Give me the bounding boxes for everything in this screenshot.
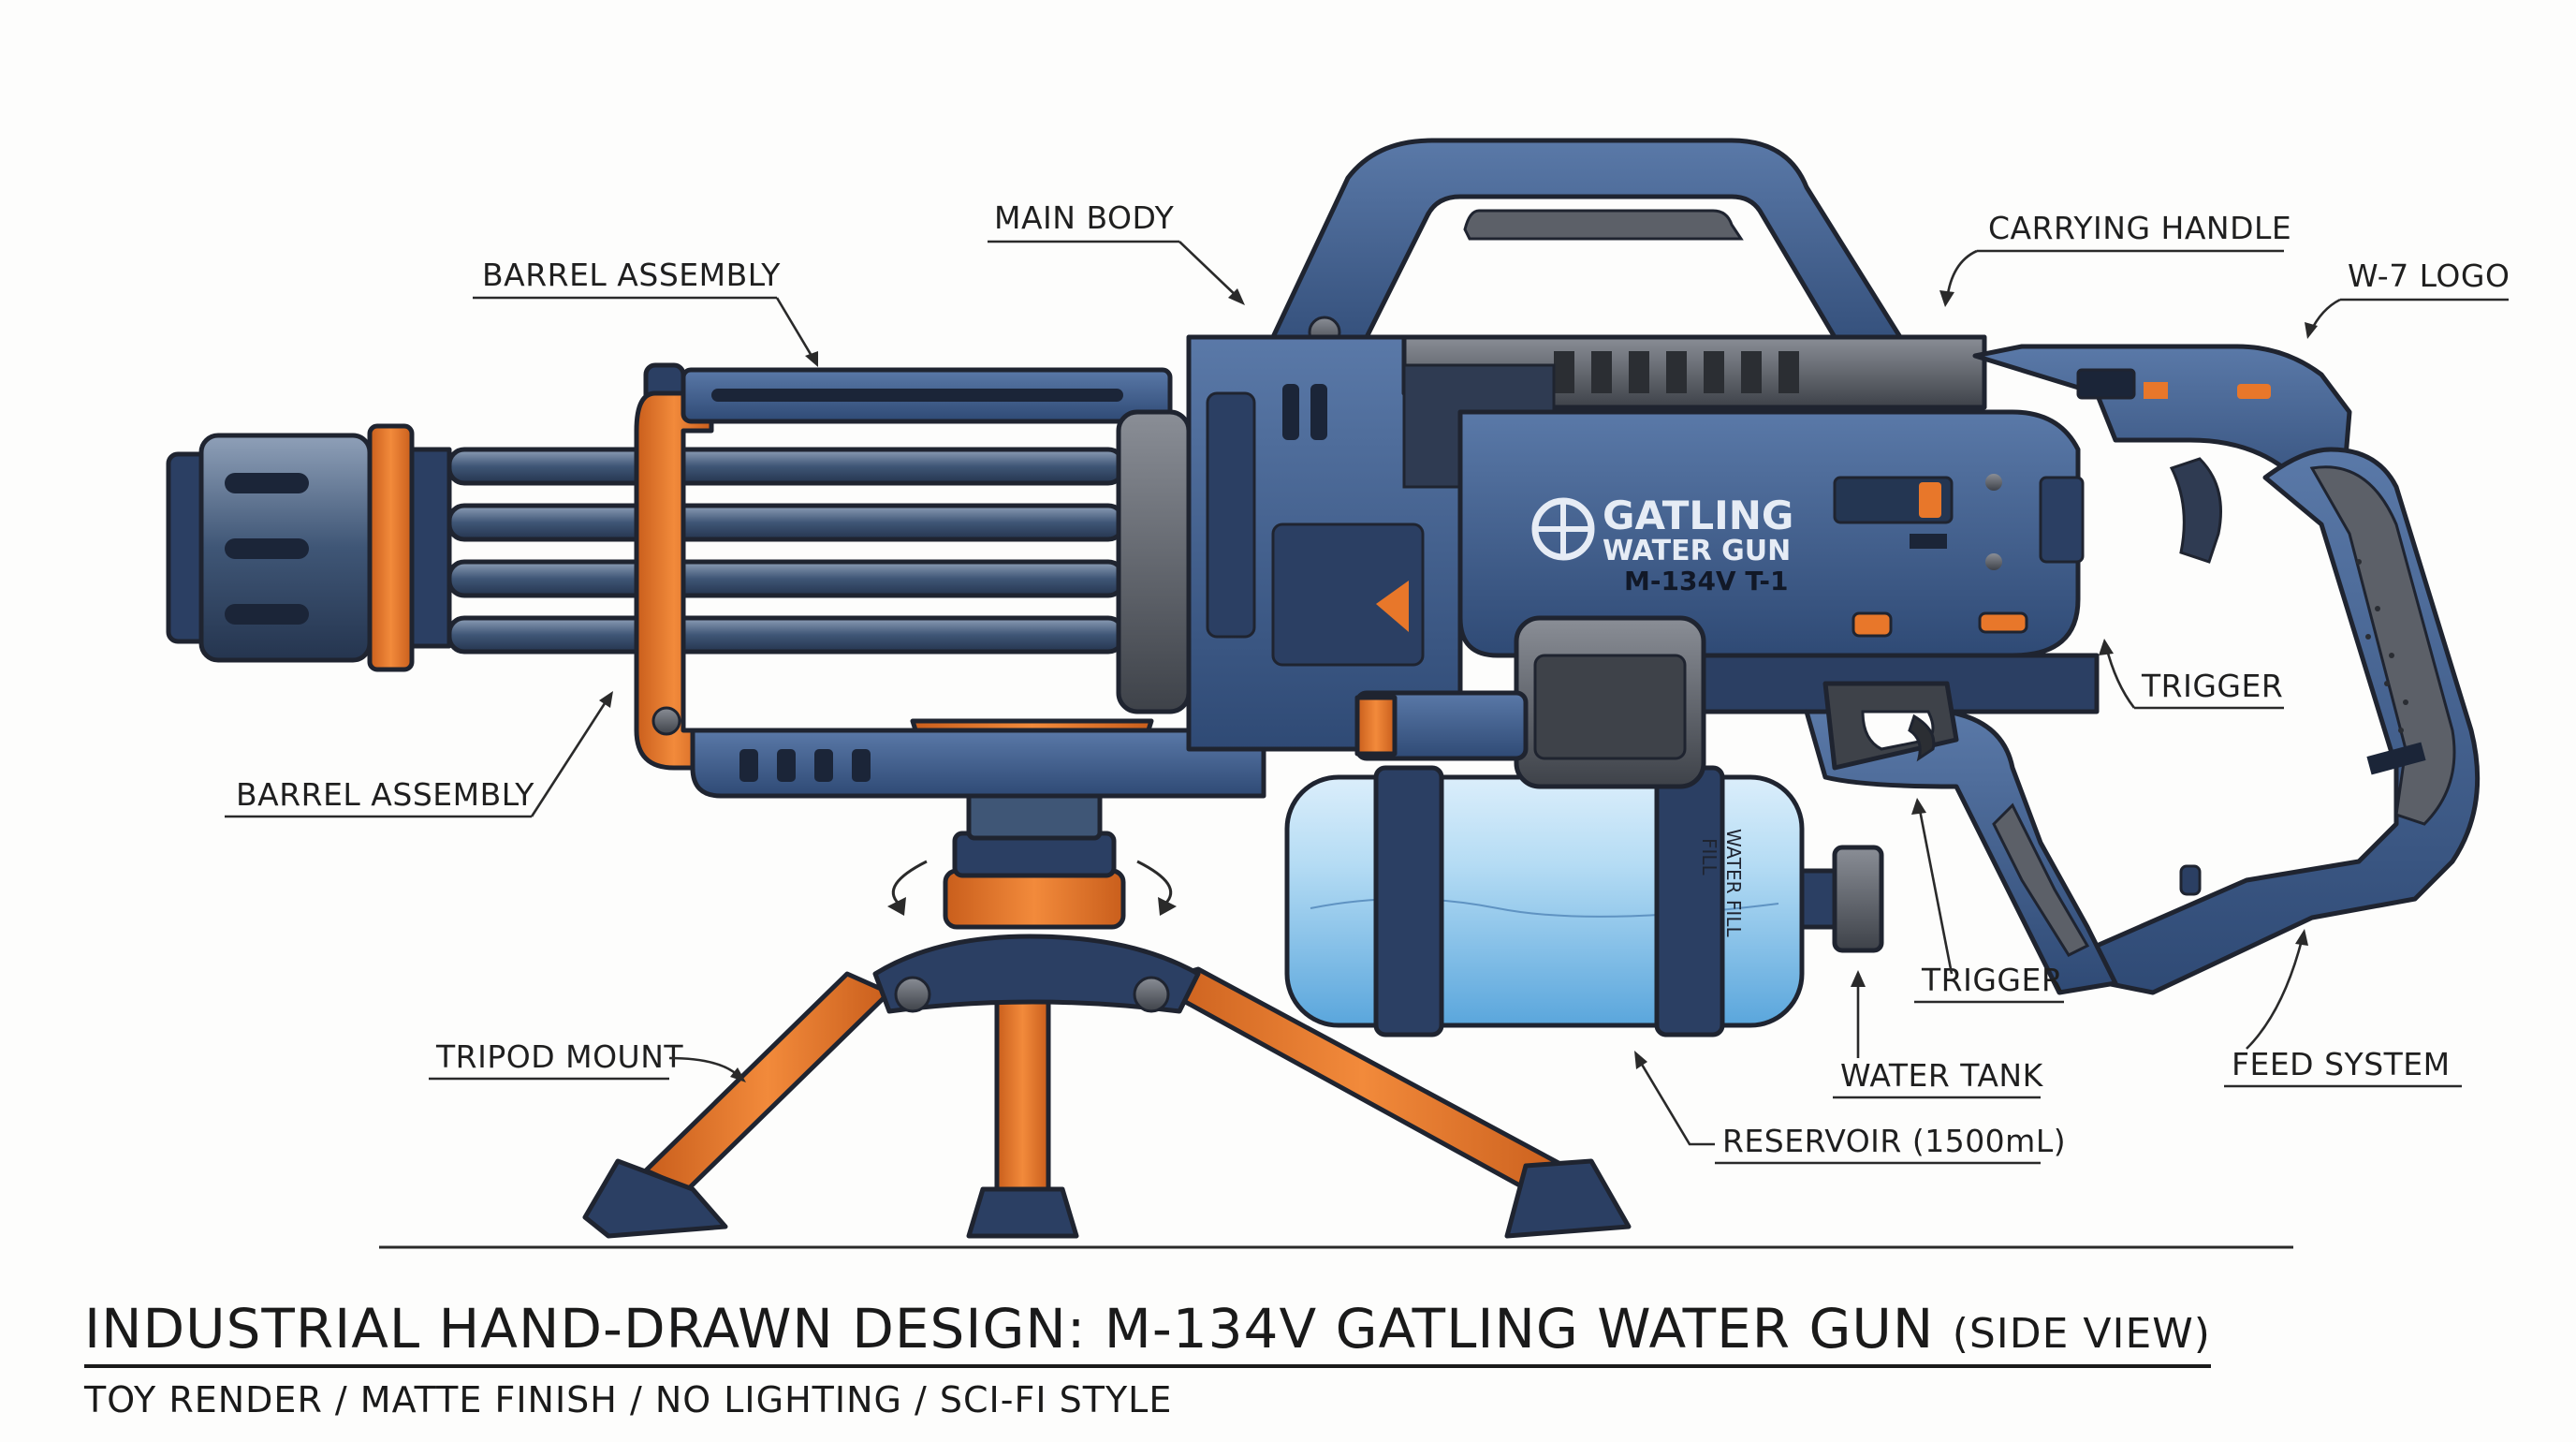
tripod-leg-left [582, 971, 892, 1239]
callout-reservoir: RESERVOIR (1500mL) [1722, 1123, 2066, 1159]
page-title: INDUSTRIAL HAND-DRAWN DESIGN: M-134V GAT… [84, 1297, 2211, 1368]
callout-water-tank: WATER TANK [1840, 1057, 2044, 1094]
rotation-arrow-left [891, 860, 928, 905]
callout-feed-system: FEED SYSTEM [2232, 1046, 2451, 1082]
page-subtitle: TOY RENDER / MATTE FINISH / NO LIGHTING … [84, 1379, 1173, 1420]
callout-carrying-handle: CARRYING HANDLE [1988, 210, 2291, 246]
callout-w7-logo: W-7 LOGO [2348, 258, 2510, 294]
title-suffix: (SIDE VIEW) [1952, 1310, 2211, 1358]
rotation-arrow-right [1136, 860, 1173, 905]
tank-text-line2: FILL [1698, 838, 1720, 876]
barrel-assembly [166, 362, 1266, 799]
callout-barrel-assembly-top: BARREL ASSEMBLY [482, 257, 781, 293]
callout-barrel-assembly-bottom: BARREL ASSEMBLY [236, 776, 534, 813]
feed-connector [1354, 615, 1706, 789]
carrying-handle [1270, 138, 1903, 377]
brand-line-1: GATLING [1603, 493, 1793, 538]
brand-line-2: WATER GUN [1603, 535, 1791, 567]
pistol-grip [1804, 681, 2118, 995]
callouts: MAIN BODY CARRYING HANDLE BARREL ASSEMBL… [225, 199, 2510, 1165]
rear-stock [1972, 344, 2481, 995]
callout-trigger-right: TRIGGER [2141, 668, 2283, 704]
title-main: INDUSTRIAL HAND-DRAWN DESIGN: M-134V GAT… [84, 1297, 1935, 1361]
callout-tripod-mount: TRIPOD MOUNT [435, 1038, 683, 1075]
water-tank: WATER FILL FILL [1284, 765, 1884, 1037]
callout-main-body: MAIN BODY [994, 199, 1175, 236]
model-number: M-134V T-1 [1624, 566, 1788, 596]
callout-trigger-lower: TRIGGER [1921, 962, 2063, 998]
trigger-icon [1908, 714, 1936, 762]
main-body: GATLING WATER GUN M-134V T-1 [1186, 334, 2100, 752]
title-block: INDUSTRIAL HAND-DRAWN DESIGN: M-134V GAT… [84, 1297, 2237, 1420]
tank-text-line1: WATER FILL [1722, 829, 1745, 937]
brand-logo-icon [1531, 497, 1595, 561]
tripod-leg-center [966, 990, 1079, 1239]
